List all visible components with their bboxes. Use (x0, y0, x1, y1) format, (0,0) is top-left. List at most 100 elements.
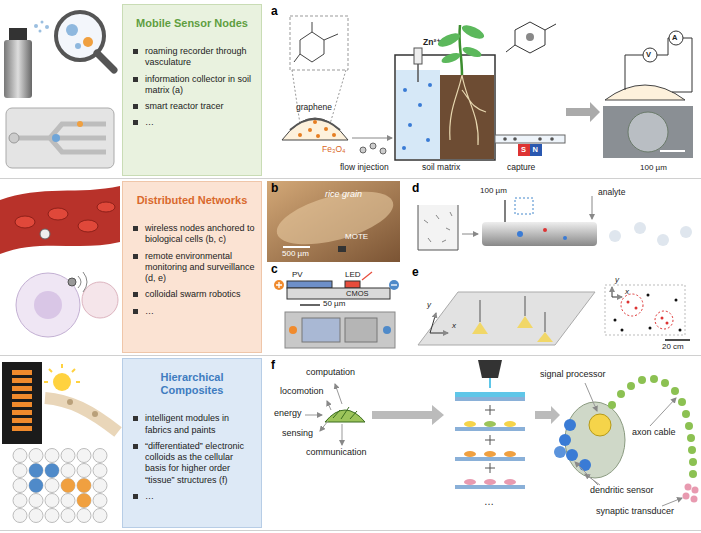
panel-c-chip-part (389, 280, 399, 290)
panel-c-chip-part (276, 282, 282, 288)
panel-a-art-part (538, 137, 542, 141)
panel-f-art-part (566, 449, 578, 461)
figure-label: graphene (296, 103, 332, 112)
colloid-block-icon-part (29, 464, 43, 478)
spray-can-icon-part (39, 30, 42, 33)
figure-label: 20 cm (662, 343, 684, 352)
panel-a-art-part (290, 16, 348, 70)
bullet-list: roaming recorder through vasculatureinfo… (123, 46, 261, 129)
panel-f-art-part (585, 383, 597, 411)
panel-d-art-part (657, 234, 669, 246)
category-heading: Mobile Sensor Nodes (128, 17, 256, 30)
panel-e-art-part (430, 313, 436, 333)
panel-a-art-part (518, 144, 530, 156)
biological-cells-icon-part (34, 291, 62, 319)
magnifier-icon-part (83, 37, 93, 47)
panel-f-art-part (688, 446, 696, 454)
panel-f-art-part (455, 392, 525, 397)
panel-a-art-part (316, 134, 320, 138)
panel-a-art-part (440, 75, 494, 159)
panel-a-art-part (426, 138, 430, 142)
panel-f-art-part (335, 384, 342, 404)
panel-f-art-part (689, 470, 697, 478)
panel-f-art-part (661, 379, 669, 387)
panel-a-art-part (332, 133, 336, 137)
panel-e-art-part (537, 332, 553, 342)
panel-b-photo-part (267, 181, 400, 262)
panel-a-art-part (550, 137, 554, 141)
spray-can-icon (4, 21, 49, 99)
row-divider-part (0, 178, 701, 179)
panel-a-art-part (417, 64, 419, 82)
panel-f-art-part (484, 451, 496, 457)
panel-f-art (305, 360, 699, 506)
panel-f-art-part (535, 406, 560, 424)
panel-d-art-part (504, 200, 506, 222)
colloid-block-icon-part (77, 494, 91, 508)
figure-label: energy (274, 409, 302, 419)
panel-d-art-part (680, 226, 692, 238)
panel-a-art-part (395, 55, 495, 160)
panel-f-art-part (455, 397, 525, 401)
panel-e-art-part (621, 294, 643, 316)
panel-a-art-part (408, 123, 412, 127)
glowing-fiber-icon-part (12, 394, 32, 399)
panel-d-art-part (609, 230, 621, 242)
panel-f-art-part (627, 382, 635, 390)
figure-label: CMOS (346, 290, 369, 298)
panel-f-art-part (455, 427, 525, 431)
biological-cells-icon-part (68, 278, 76, 286)
panel-a-art-part (370, 143, 376, 149)
panel-d-art-part (515, 198, 533, 214)
blood-vessel-icon-part (15, 216, 35, 228)
panel-a-art-part (495, 135, 565, 143)
figure-label: locomotion (280, 387, 324, 397)
panel-e-art-part (525, 296, 526, 316)
panel-a-art-part (506, 22, 556, 53)
bullet-item: remote environmental monitoring and surv… (123, 251, 261, 285)
panel-d-art-part (563, 236, 567, 240)
panel-a-art-part (625, 38, 692, 92)
bullet-item: “differentiated” electronic colloids as … (123, 441, 261, 486)
panel-c-chip (274, 272, 399, 348)
panel-a-art-part (459, 25, 462, 75)
microfluidic-chip-part (9, 133, 19, 143)
panel-letter: f (271, 359, 275, 372)
bullet-item: … (123, 117, 261, 128)
panel-f-art-part (559, 434, 571, 446)
panel-f-art-part (489, 378, 491, 388)
panel-f-art-part (678, 398, 686, 406)
category-heading: Hierarchical Composites (128, 371, 256, 397)
panel-c-chip-part (287, 288, 390, 299)
spray-can-icon-part (4, 40, 32, 98)
blood-vessel-icon-part (97, 202, 115, 212)
biological-cells-icon (16, 272, 118, 337)
row-divider-part (0, 355, 701, 356)
category-heading: Distributed Networks (128, 194, 256, 207)
panel-a-art-part (294, 22, 338, 62)
microfluidic-chip-part (77, 121, 83, 127)
panel-f-art-part (685, 422, 693, 430)
panel-a-art-part (396, 70, 440, 159)
biological-cells-icon-part (78, 272, 87, 292)
panel-e-art-part (679, 329, 682, 332)
category-box: Hierarchical Compositesintelligent modul… (122, 358, 262, 528)
figure-label: synaptic transducer (596, 507, 674, 517)
panel-f-art-part (305, 415, 322, 416)
microfluidic-chip-part (14, 124, 106, 152)
panel-a-art-part (628, 112, 668, 152)
blood-vessel-icon-part (0, 186, 120, 254)
panel-f-art-part (687, 434, 695, 442)
bullet-item: … (123, 306, 261, 317)
figure-label: rice grain (325, 190, 362, 200)
panel-a-art-part (313, 120, 317, 124)
panel-a-art-part (418, 103, 422, 107)
figure-label: N (533, 146, 538, 154)
panel-e-art-part (605, 285, 685, 335)
panel-f-art-part (325, 410, 365, 422)
category-box: Distributed Networkswireless nodes ancho… (122, 181, 262, 353)
figure-label: capture (507, 163, 535, 172)
panel-a-art-part (308, 128, 312, 132)
panel-d-art-part (634, 222, 646, 234)
figure-label: Fe₃O₄ (322, 145, 345, 154)
